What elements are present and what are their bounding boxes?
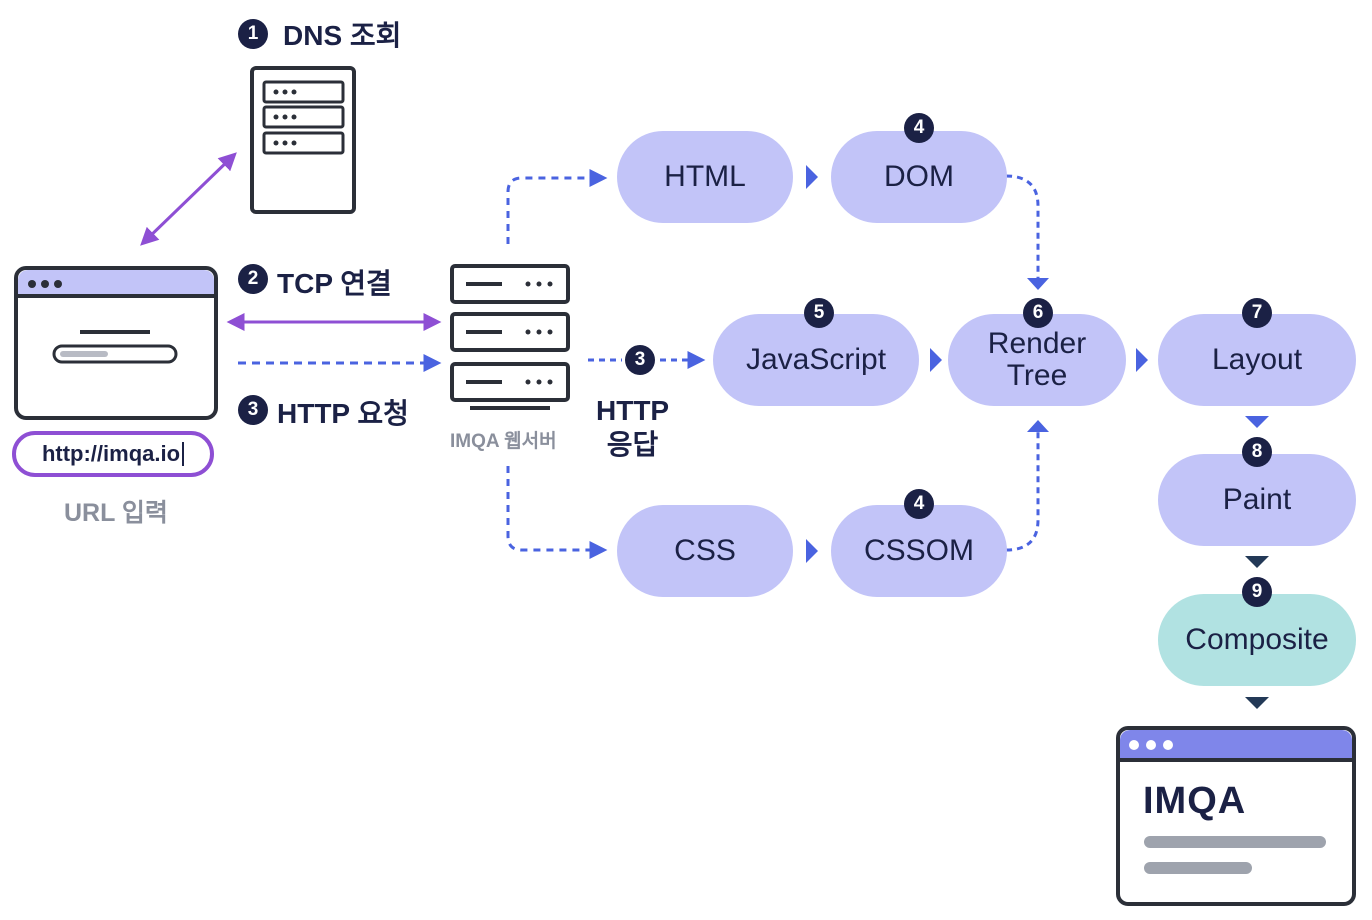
render-tree-line1: Render: [987, 327, 1087, 360]
cssom-node-label: CSSOM: [863, 534, 974, 567]
webserver-caption: IMQA 웹서버: [450, 431, 557, 452]
result-logo: IMQA: [1143, 780, 1247, 822]
url-text: http://imqa.io: [41, 441, 181, 466]
url-input[interactable]: http://imqa.io: [12, 431, 214, 477]
html-node-label: HTML: [664, 160, 746, 193]
paint-to-composite-arrow: [1245, 556, 1269, 568]
step-number-badge: 6: [1023, 298, 1053, 328]
composite-to-result-arrow: [1245, 697, 1269, 709]
layout-node: Layout: [1158, 314, 1356, 406]
dns-server-icon: [250, 66, 356, 214]
rendertree-to-layout-arrow: [1136, 348, 1148, 372]
paint-node: Paint: [1158, 454, 1356, 546]
step-number-badge: 3: [625, 345, 655, 375]
css-node-label: CSS: [674, 534, 736, 567]
layout-node-label: Layout: [1211, 343, 1303, 376]
dns-arrow: [140, 152, 237, 246]
http-response-line2: 응답: [606, 429, 659, 460]
url-input-caption: URL 입력: [64, 499, 168, 527]
dom-to-rendertree-arrow: [1005, 174, 1040, 278]
composite-node-label: Composite: [1185, 623, 1329, 656]
javascript-node-label: JavaScript: [745, 343, 887, 376]
tcp-connect-label: TCP 연결: [277, 268, 392, 299]
step-number-badge: 1: [238, 19, 268, 49]
cssom-to-rendertree-arrow: [1005, 432, 1040, 552]
step-number-badge: 3: [238, 395, 268, 425]
dom-node-label: DOM: [884, 160, 954, 193]
composite-node: Composite: [1158, 594, 1356, 686]
step-number-badge: 5: [804, 298, 834, 328]
result-browser-window-icon: [1116, 726, 1356, 906]
css-node: CSS: [617, 505, 793, 597]
html-to-dom-arrow: [806, 165, 818, 189]
render-tree-line2: Tree: [1006, 359, 1068, 392]
server-to-html-arrow: [506, 169, 608, 244]
webserver-icon: [450, 264, 570, 410]
html-node: HTML: [617, 131, 793, 223]
javascript-to-rendertree-arrow: [930, 348, 942, 372]
render-tree-node: Render Tree: [948, 314, 1126, 406]
dom-node: DOM: [831, 131, 1007, 223]
server-to-css-arrow: [506, 466, 608, 559]
step-number-badge: 2: [238, 264, 268, 294]
paint-node-label: Paint: [1222, 483, 1292, 516]
layout-to-paint-arrow: [1245, 416, 1269, 428]
step-number-badge: 7: [1242, 298, 1272, 328]
http-response-label: HTTP 응답: [596, 394, 669, 462]
dns-lookup-label: DNS 조회: [283, 20, 402, 51]
javascript-node: JavaScript: [713, 314, 919, 406]
text-caret: [182, 442, 185, 466]
css-to-cssom-arrow: [806, 539, 818, 563]
http-request-label: HTTP 요청: [277, 398, 409, 429]
step-number-badge: 9: [1242, 577, 1272, 607]
step-number-badge: 8: [1242, 437, 1272, 467]
browser-window-icon: [14, 266, 218, 420]
http-response-line1: HTTP: [596, 395, 670, 426]
cssom-node: CSSOM: [831, 505, 1007, 597]
step-number-badge: 4: [904, 489, 934, 519]
step-number-badge: 4: [904, 113, 934, 143]
